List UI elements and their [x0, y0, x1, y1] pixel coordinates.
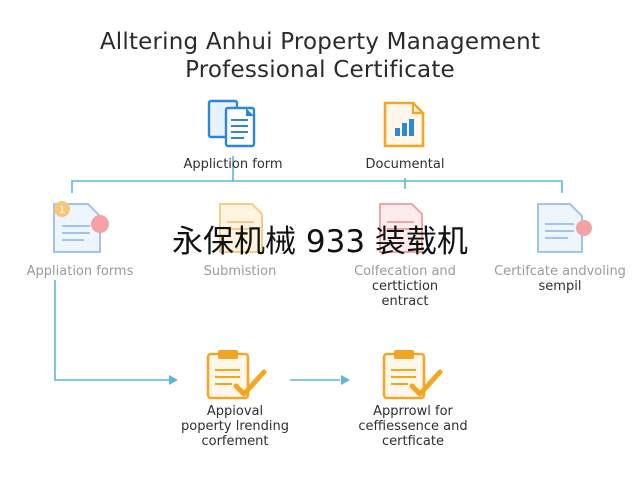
verification-line3: entract [381, 294, 429, 309]
node-label-application-form: Appliction form [183, 157, 283, 172]
node-label-application-forms: Appliation forms [26, 264, 134, 279]
chart-document-icon [383, 101, 425, 148]
badge-number: 1 [59, 205, 65, 216]
top-branch-line [71, 180, 563, 193]
left-down-line [54, 280, 170, 381]
node-label-verification: Colfecation and certtiction entract [330, 264, 480, 309]
approval-line3: corfement [201, 434, 269, 449]
certificate-approval-line1: Apprrowl for [373, 404, 453, 419]
approval-line1: Appioval [206, 404, 264, 419]
arrow-head-2 [341, 375, 350, 385]
application-form-icon: 1 [53, 201, 109, 253]
node-label-submission: Submistion [203, 264, 277, 279]
certificate-sample-icon [537, 203, 592, 253]
arrow-head-1 [169, 375, 178, 385]
node-label-documental: Documental [365, 157, 445, 172]
node-label-approval: Appioval poperty lrending corfement [160, 404, 310, 449]
verification-icon [379, 203, 423, 253]
certificate-approval-line2: ceffiessence and [358, 419, 468, 434]
diagram-title-line1: Alltering Anhui Property Management [99, 29, 541, 55]
verification-line2: certtiction [371, 279, 439, 294]
certificate-sample-line2: sempil [538, 279, 582, 294]
certificate-approval-line3: certficate [382, 434, 444, 449]
certificate-clipboard-icon [382, 350, 443, 400]
approval-line2: poperty lrending [181, 419, 289, 434]
diagram-title-line2: Professional Certificate [185, 57, 455, 83]
submission-icon [219, 203, 263, 253]
watermark-text: 永保机械 933 装载机 [172, 224, 468, 260]
approval-clipboard-icon [206, 350, 267, 400]
documents-icon [207, 99, 256, 148]
node-label-certificate-approval: Apprrowl for ceffiessence and certficate [338, 404, 488, 449]
verification-line1: Colfecation and [354, 264, 456, 279]
certificate-sample-line1: Certifcate andvoling [494, 264, 626, 279]
node-label-certificate-sample: Certifcate andvoling sempil [485, 264, 635, 294]
